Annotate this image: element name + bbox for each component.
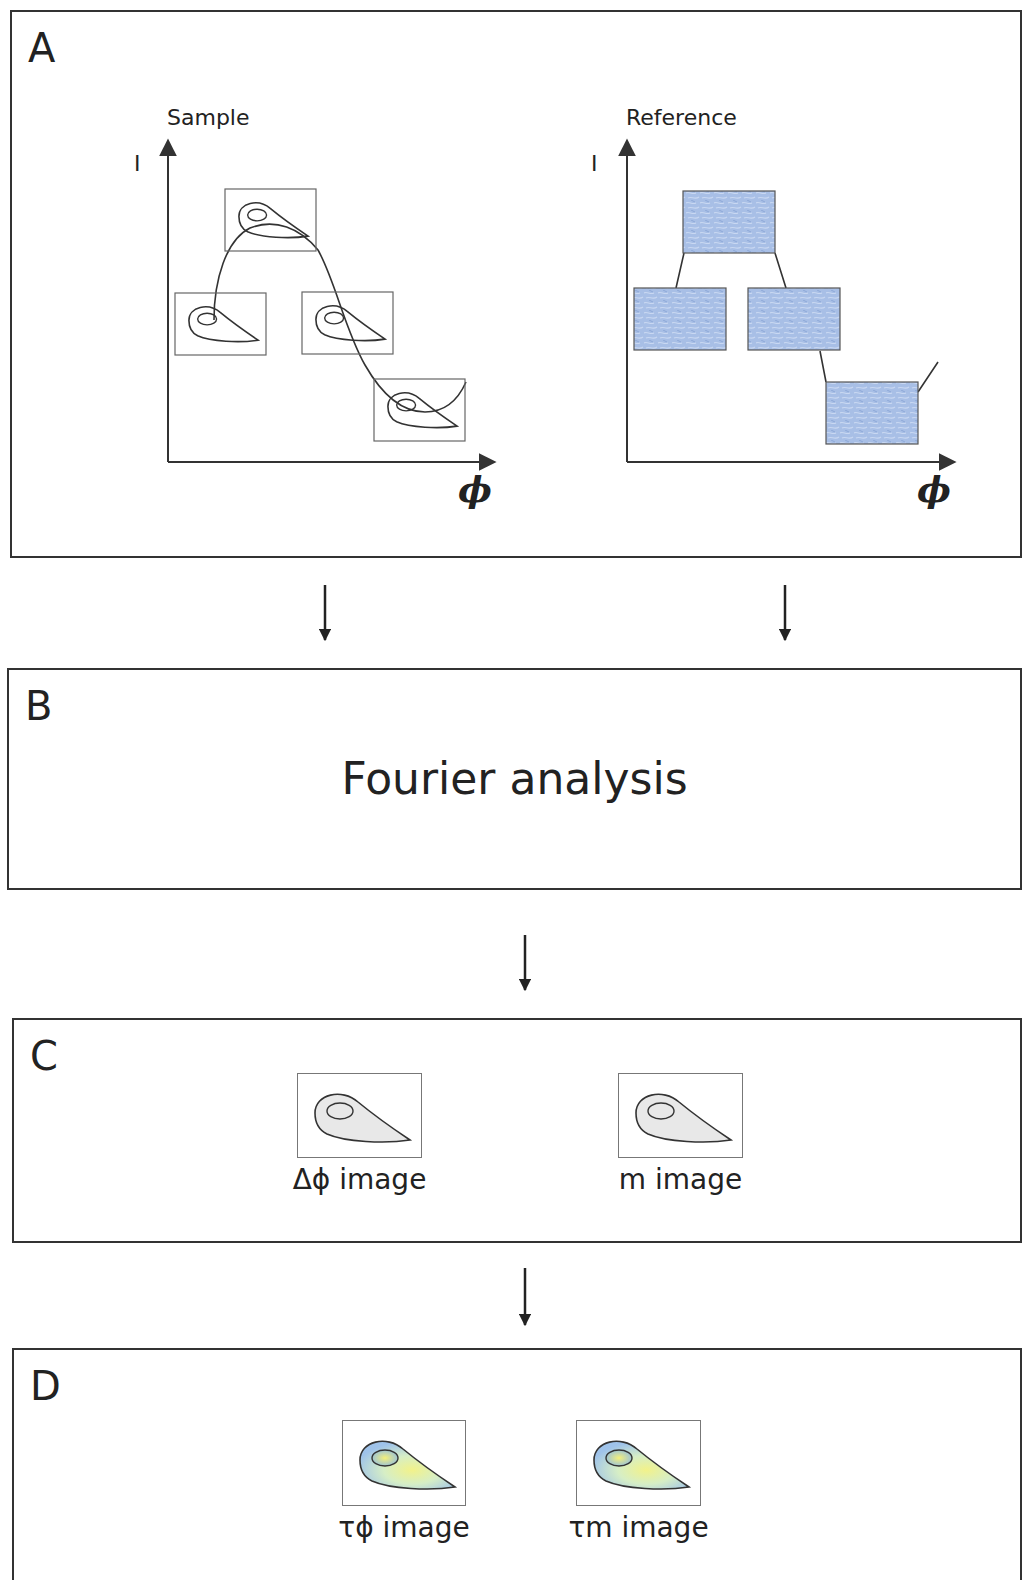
cell-drawing	[594, 1441, 689, 1489]
reference-tile	[748, 288, 840, 350]
reference-tile	[826, 382, 918, 444]
image-frame	[302, 292, 393, 354]
process-label: Fourier analysis	[341, 755, 687, 803]
panel-box: A	[10, 10, 1022, 558]
panel-letter: B	[25, 684, 52, 728]
cell-drawing	[315, 1094, 410, 1142]
cell-drawing	[316, 306, 385, 341]
axis-label: I	[134, 152, 141, 176]
reference-tile	[634, 288, 726, 350]
cell-drawing	[388, 393, 457, 428]
cell-drawing	[360, 1441, 455, 1489]
image-caption: Δϕ image	[293, 1165, 427, 1196]
image-caption: τϕ image	[338, 1513, 469, 1544]
image-box: Δϕ image	[297, 1073, 422, 1158]
cell-drawing	[636, 1094, 731, 1142]
panel-letter: D	[30, 1364, 61, 1408]
chart-title: Reference	[626, 106, 737, 130]
flow-arrow	[524, 935, 527, 990]
image-frame	[225, 189, 316, 251]
image-box: τm image	[576, 1420, 701, 1506]
axis-label: I	[591, 152, 598, 176]
image-frame	[175, 293, 266, 355]
chart-title: Sample	[167, 106, 250, 130]
panel-box: C Δϕ image m image	[12, 1018, 1022, 1243]
flow-arrow	[784, 585, 787, 640]
reference-tile	[683, 191, 775, 253]
cell-drawing	[239, 203, 308, 238]
image-caption: τm image	[568, 1513, 708, 1544]
reference-chart	[627, 142, 953, 462]
image-frame	[374, 379, 465, 441]
image-box: m image	[618, 1073, 743, 1158]
flow-arrow	[324, 585, 327, 640]
panel-letter: A	[28, 26, 55, 70]
panel-box: Dτϕ image τm image	[12, 1348, 1022, 1580]
image-box: τϕ image	[342, 1420, 466, 1506]
cell-drawing	[189, 307, 258, 342]
flow-arrow	[524, 1268, 527, 1325]
sample-chart	[168, 142, 493, 462]
image-caption: m image	[619, 1165, 742, 1196]
process-box: B Fourier analysis	[7, 668, 1022, 890]
axis-label: ϕ	[458, 470, 492, 510]
panel-letter: C	[30, 1034, 58, 1078]
axis-label: ϕ	[917, 470, 951, 510]
